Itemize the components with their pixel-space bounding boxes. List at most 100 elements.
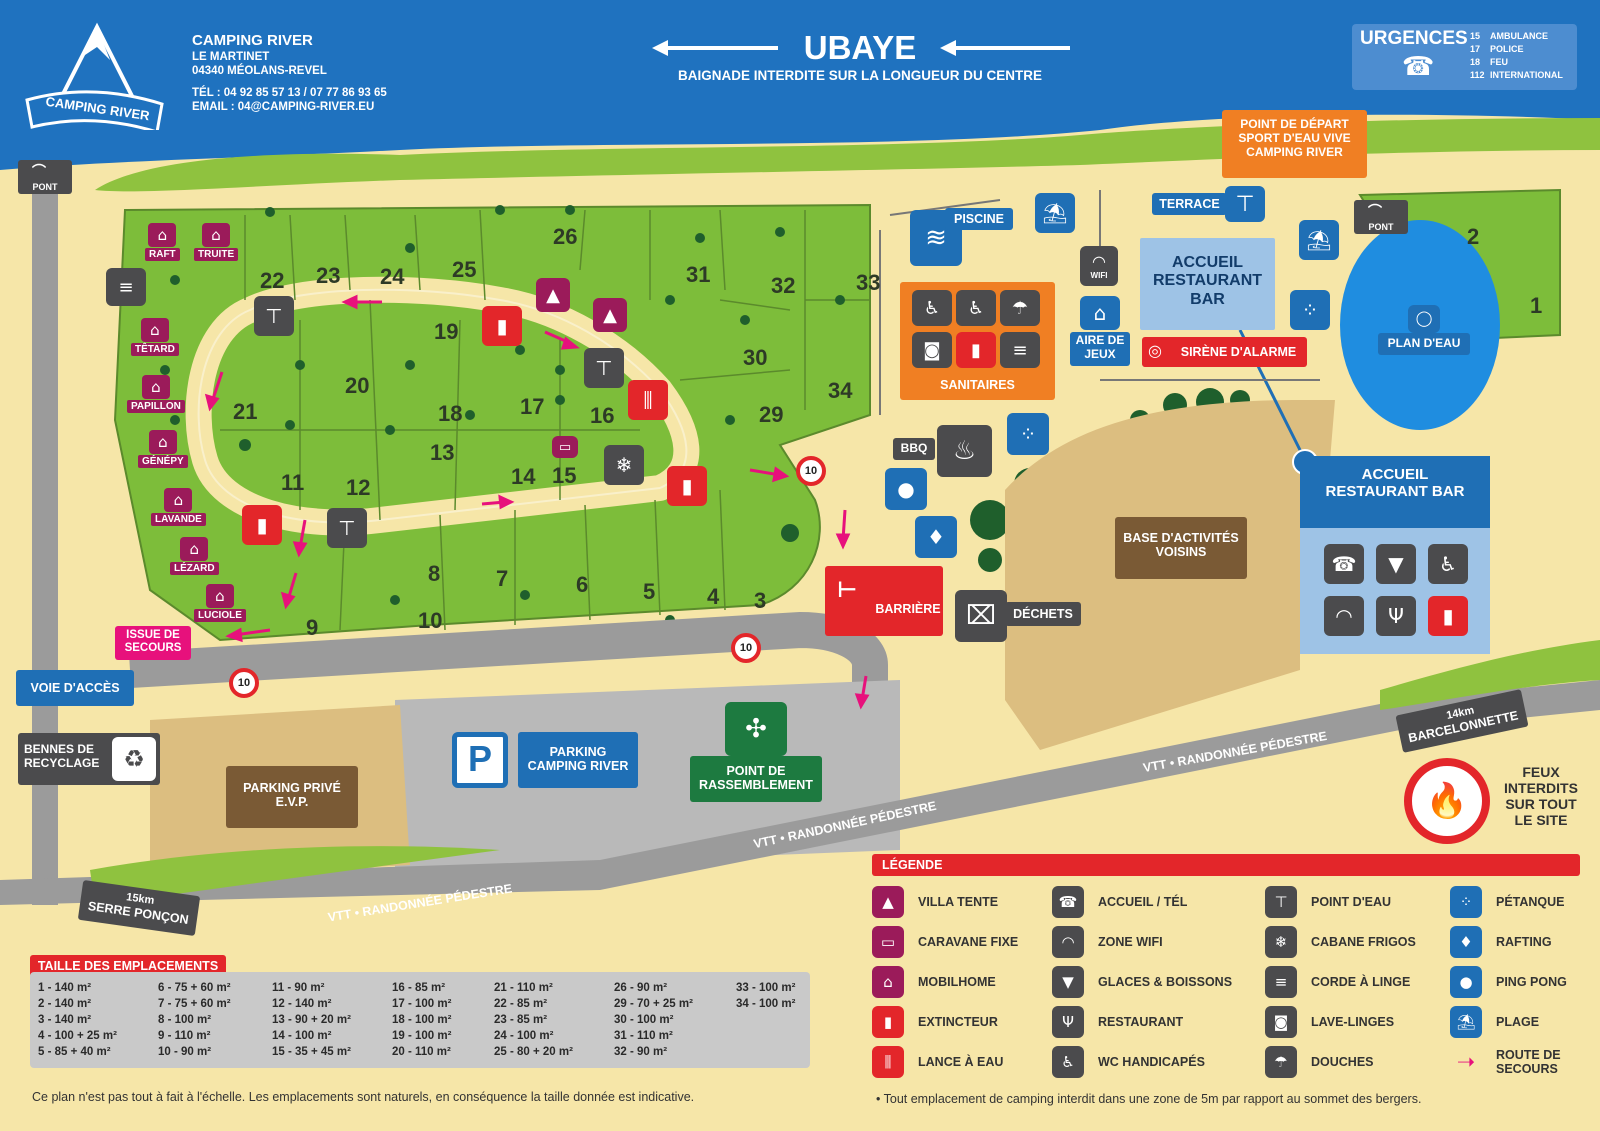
accueil-panel-title: ACCUEIL RESTAURANT BAR (1300, 456, 1490, 528)
sanitaires-block: ♿ ♿ ☂ ◙ ▮ ≡ SANITAIRES (900, 282, 1055, 400)
pitch-14: 14 (511, 464, 536, 489)
rule-note: • Tout emplacement de camping interdit d… (876, 1092, 1422, 1106)
terrace-label: TERRACE (1152, 193, 1227, 215)
wifi-icon: ◠WIFI (1080, 246, 1118, 286)
house-icon: ⌂ (205, 584, 234, 608)
no-fire-icon: 🔥 (1404, 758, 1490, 844)
pitch-26: 26 (553, 224, 578, 249)
camp-name: CAMPING RIVER (192, 32, 313, 49)
bridge-icon: ⌒ (32, 163, 46, 179)
accueil-panel-2: ACCUEIL RESTAURANT BAR ☎ ▼ ♿ ◠ Ψ ▮ (1300, 456, 1490, 654)
pitch-17: 17 (520, 394, 545, 419)
petanque-icon: ⁘ (1450, 886, 1482, 918)
petanque-icon: ⁘ (1290, 290, 1330, 330)
house-icon: ⌂ (148, 430, 177, 454)
legend-item-plage: ⛱PLAGE (1450, 1006, 1539, 1038)
sanitaires-label: SANITAIRES (940, 378, 1015, 392)
ping-pong-icon: ● (885, 468, 927, 510)
bbq-label: BBQ (893, 438, 935, 460)
pitch-13: 13 (430, 440, 455, 465)
logo: CAMPING RIVER (22, 22, 170, 134)
pitch-20: 20 (345, 373, 370, 398)
pitch-31: 31 (686, 262, 711, 287)
voie-acces-label: VOIE D'ACCÈS (16, 670, 134, 706)
bridge-icon: ⌒ (1368, 203, 1382, 219)
legend-item-extincteur: ▮EXTINCTEUR (872, 1006, 998, 1038)
legend-item-frigos: ❄CABANE FRIGOS (1265, 926, 1416, 958)
fire-ban: 🔥 FEUX INTERDITS SUR TOUT LE SITE (1404, 758, 1584, 844)
tent-icon: ▲ (536, 278, 570, 312)
inner-loop-road (185, 276, 700, 536)
extinguisher-icon: ▮ (1428, 596, 1468, 636)
villa-genepy: ⌂GÉNÉPY (138, 430, 188, 468)
pitch-22: 22 (260, 268, 285, 293)
shower-icon: ☂ (1000, 290, 1040, 326)
villa-truite: ⌂TRUITE (194, 223, 239, 261)
address-line-2: 04340 MÉOLANS-REVEL (192, 65, 327, 77)
pitch-area (113, 203, 871, 642)
legend-item-petanque: ⁘PÉTANQUE (1450, 886, 1565, 918)
recycling-bin-icon: ♻ (112, 737, 156, 781)
pitch-21: 21 (233, 399, 258, 424)
legend-item-douches: ☂DOUCHES (1265, 1046, 1374, 1078)
camp-contact: CAMPING RIVER LE MARTINET 04340 MÉOLANS-… (192, 32, 387, 113)
legend-item-glaces: ▼GLACES & BOISSONS (1052, 966, 1232, 998)
accessible-wc-icon: ♿ (1428, 544, 1468, 584)
house-icon: ⌂ (141, 375, 170, 399)
legend-item-rafting: ♦RAFTING (1450, 926, 1552, 958)
pitch-7: 7 (496, 566, 509, 591)
legend-item-villa-tente: ▲VILLA TENTE (872, 886, 998, 918)
speed-limit-sign: 10 (796, 456, 826, 486)
cutlery-icon: Ψ (1052, 1006, 1084, 1038)
grass-strip-right (1380, 640, 1600, 710)
email-address: EMAIL : 04@CAMPING-RIVER.EU (192, 101, 375, 113)
washing-machine-icon: ◙ (912, 332, 952, 368)
pitch-24: 24 (380, 264, 405, 289)
ubaye-river (0, 0, 1600, 170)
house-icon: ⌂ (164, 488, 193, 512)
pitch-11: 11 (281, 470, 305, 495)
bbq-icon: ♨ (937, 425, 992, 477)
clothesline-icon: ≡ (106, 268, 146, 306)
fire-hose-icon: ⫼ (872, 1046, 904, 1078)
legend-item-wifi: ◠ZONE WIFI (1052, 926, 1163, 958)
phone-info-icon: ☎ (1324, 544, 1364, 584)
villa-tetard: ⌂TÊTARD (131, 318, 179, 356)
water-tap-icon: ⊤ (327, 508, 367, 548)
piscine-label: PISCINE (945, 208, 1013, 230)
plan-deau-label: ◯ PLAN D'EAU (1378, 305, 1470, 357)
issue-secours-label: ISSUE DE SECOURS (115, 626, 191, 660)
water-tap-icon: ⊤ (1265, 886, 1297, 918)
sirene-label: ◎SIRÈNE D'ALARME (1142, 337, 1307, 367)
pitch-9: 9 (306, 615, 319, 640)
phone-info-icon: ☎ (1052, 886, 1084, 918)
pitch-5: 5 (643, 579, 656, 604)
tent-icon: ▲ (872, 886, 904, 918)
tent-icon: ▲ (593, 298, 627, 332)
fire-hose-icon: ⫼ (628, 380, 668, 420)
playground-icon: ⌂ (1080, 296, 1120, 330)
washing-machine-icon: ◙ (1265, 1006, 1297, 1038)
aire-de-jeux-label: AIRE DE JEUX (1070, 332, 1130, 366)
picnic-table-icon: ⊤ (1225, 186, 1265, 222)
pont-right: ⌒PONT (1354, 200, 1408, 234)
pitch-12: 12 (346, 475, 371, 500)
fridge-icon: ❄ (604, 445, 644, 485)
assembly-point-icon: ✣ (725, 702, 787, 756)
pitch-10: 10 (418, 608, 443, 633)
pitch-19: 19 (434, 319, 459, 344)
mountain-logo-icon (25, 22, 164, 134)
beach-icon: ⛱ (1035, 193, 1075, 233)
pitch-2: 2 (1467, 224, 1480, 249)
